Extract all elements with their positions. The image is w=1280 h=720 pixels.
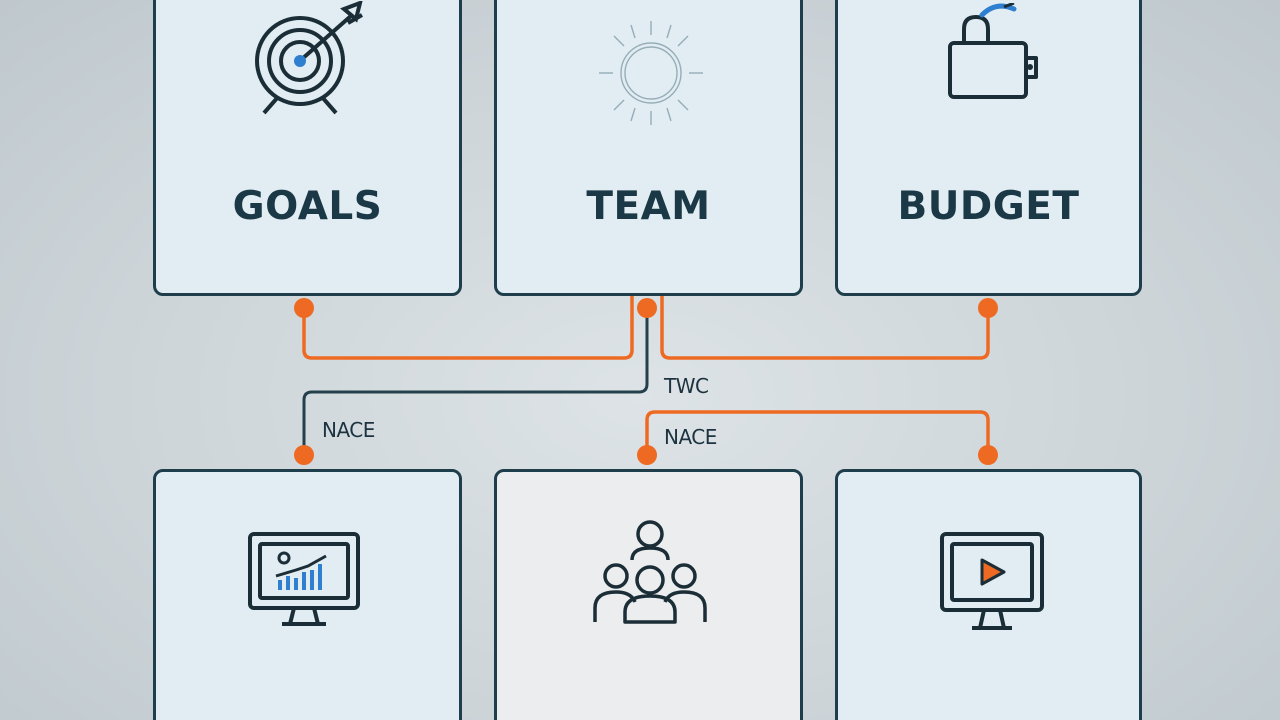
people-group-icon xyxy=(593,520,707,624)
card-analytics[interactable] xyxy=(153,469,462,720)
card-budget[interactable]: BUDGET xyxy=(835,0,1142,296)
card-label-team: TEAM xyxy=(586,184,711,229)
card-goals[interactable]: GOALS xyxy=(153,0,462,296)
connector-dot xyxy=(637,298,657,318)
connector-dot xyxy=(294,445,314,465)
target-arrow-icon xyxy=(255,1,363,115)
wire-bottom-mid-right xyxy=(645,410,990,455)
monitor-play-icon xyxy=(940,532,1044,630)
monitor-chart-icon xyxy=(248,532,360,626)
wire-team-bottom-left xyxy=(302,308,649,455)
card-people[interactable] xyxy=(494,469,803,720)
wallet-icon xyxy=(948,3,1038,99)
connector-dot xyxy=(978,298,998,318)
connector-dot xyxy=(294,298,314,318)
card-label-goals: GOALS xyxy=(232,184,383,229)
connector-label: NACE xyxy=(664,425,717,449)
card-label-budget: BUDGET xyxy=(897,184,1080,229)
card-team[interactable]: TEAM xyxy=(494,0,803,296)
connector-label: NACE xyxy=(322,418,375,442)
connector-dot xyxy=(637,445,657,465)
wire-goals-team xyxy=(302,296,634,360)
sun-sketch-icon xyxy=(599,21,703,125)
connector-label: TWC xyxy=(664,374,709,398)
wire-team-budget xyxy=(660,296,990,360)
connector-dot xyxy=(978,445,998,465)
card-media[interactable] xyxy=(835,469,1142,720)
